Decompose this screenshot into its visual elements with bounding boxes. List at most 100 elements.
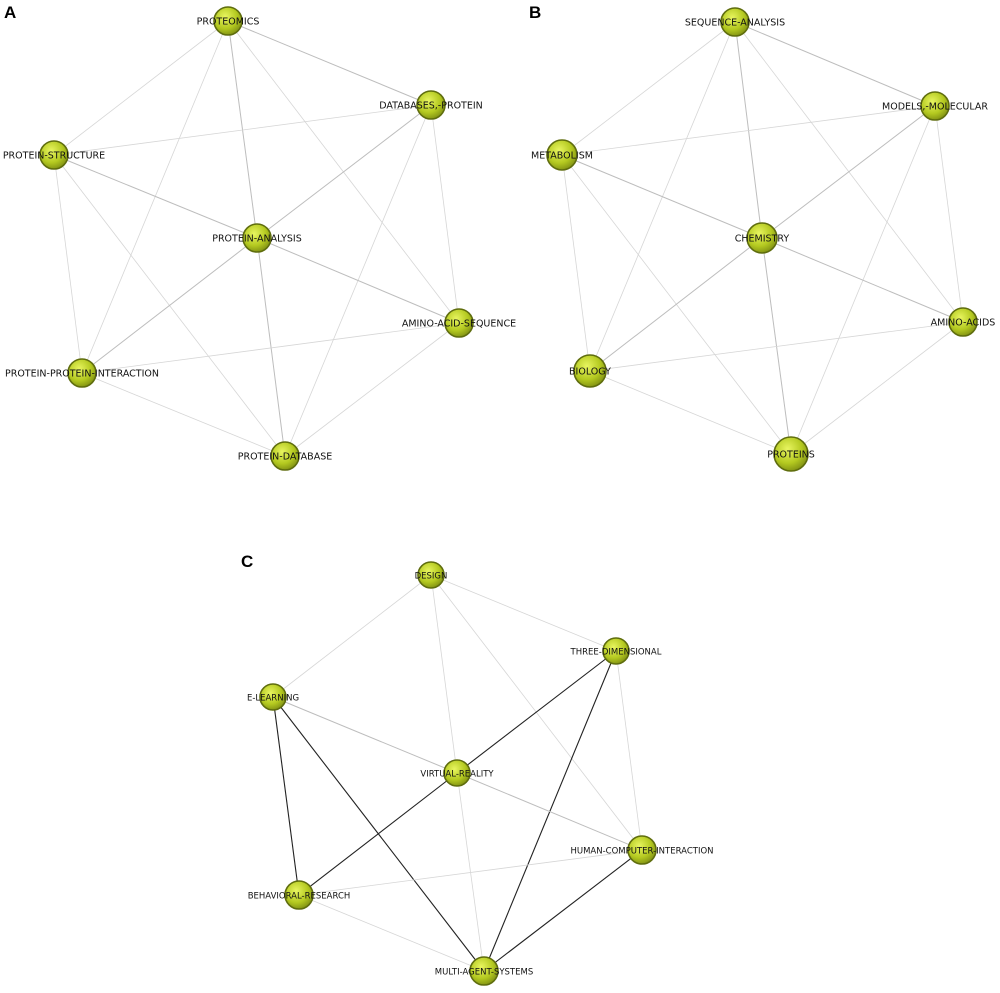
node-label-e-learning: E-LEARNING: [247, 694, 299, 704]
node-circle-virtual-reality: [443, 759, 471, 787]
edge-three-dimensional-human-computer-interaction: [615, 650, 643, 851]
edge-models-molecular-amino-acids: [934, 105, 964, 323]
edge-sequence-analysis-models-molecular: [734, 21, 936, 107]
edge-metabolism-chemistry: [561, 154, 763, 239]
node-label-sequence-analysis: SEQUENCE-ANALYSIS: [685, 18, 785, 29]
node-label-chemistry: CHEMISTRY: [735, 234, 790, 245]
node-label-amino-acid-sequence: AMINO-ACID-SEQUENCE: [402, 319, 516, 330]
node-label-proteomics: PROTEOMICS: [197, 17, 260, 28]
node-multi-agent-systems: MULTI-AGENT-SYSTEMS: [435, 956, 533, 986]
edge-metabolism-models-molecular: [561, 105, 936, 156]
node-amino-acids: AMINO-ACIDS: [931, 307, 996, 337]
node-label-databases-protein: DATABASES,-PROTEIN: [379, 101, 483, 112]
node-label-biology: BIOLOGY: [569, 367, 611, 378]
edge-protein-protein-interaction-protein-database: [81, 372, 286, 457]
node-protein-database: PROTEIN-DATABASE: [238, 441, 332, 471]
node-metabolism: METABOLISM: [531, 139, 593, 171]
edge-biology-amino-acids: [589, 321, 964, 372]
edge-three-dimensional-virtual-reality: [456, 650, 617, 774]
node-label-models-molecular: MODELS,-MOLECULAR: [882, 102, 988, 113]
node-circle-multi-agent-systems: [469, 956, 499, 986]
edge-chemistry-biology: [589, 237, 763, 372]
node-circle-design: [417, 561, 445, 589]
edge-e-learning-virtual-reality: [272, 696, 458, 774]
panel-a-letter: A: [4, 3, 16, 22]
node-design: DESIGN: [415, 561, 447, 589]
node-circle-biology: [573, 354, 607, 388]
node-circle-protein-database: [270, 441, 300, 471]
edge-proteomics-protein-structure: [53, 20, 229, 156]
node-models-molecular: MODELS,-MOLECULAR: [882, 91, 988, 121]
edge-databases-protein-amino-acid-sequence: [430, 104, 460, 324]
node-biology: BIOLOGY: [569, 354, 611, 388]
node-circle-human-computer-interaction: [627, 835, 657, 865]
node-amino-acid-sequence: AMINO-ACID-SEQUENCE: [402, 308, 516, 338]
edge-design-three-dimensional: [430, 574, 617, 652]
node-label-protein-protein-interaction: PROTEIN-PROTEIN-INTERACTION: [5, 369, 159, 380]
node-proteins: PROTEINS: [767, 436, 815, 472]
panel-b-network: B SEQUENCE-ANALYSIS MODELS,-MOLECULAR META…: [529, 3, 996, 472]
edge-protein-analysis-protein-database: [256, 237, 286, 457]
node-label-metabolism: METABOLISM: [531, 151, 593, 162]
edge-metabolism-biology: [561, 154, 591, 372]
node-circle-amino-acid-sequence: [444, 308, 474, 338]
node-label-protein-structure: PROTEIN-STRUCTURE: [3, 151, 105, 162]
edge-proteomics-databases-protein: [227, 20, 432, 106]
edge-protein-structure-protein-protein-interaction: [53, 154, 83, 374]
node-label-three-dimensional: THREE-DIMENSIONAL: [570, 648, 662, 658]
node-behavioral-research: BEHAVIORAL-RESEARCH: [248, 880, 350, 910]
node-circle-protein-structure: [39, 140, 69, 170]
edge-behavioral-research-multi-agent-systems: [298, 894, 485, 972]
node-circle-metabolism: [546, 139, 578, 171]
node-circle-protein-protein-interaction: [67, 358, 97, 388]
panel-c-network: C DESIGNTHREE-DIMENSIONALE-LEARNINGVIRTU…: [241, 552, 714, 986]
panel-b-letter: B: [529, 3, 541, 22]
node-circle-proteomics: [213, 6, 243, 36]
node-databases-protein: DATABASES,-PROTEIN: [379, 90, 483, 120]
node-label-proteins: PROTEINS: [767, 450, 815, 461]
node-virtual-reality: VIRTUAL-REALITY: [420, 759, 494, 787]
node-protein-structure: PROTEIN-STRUCTURE: [3, 140, 105, 170]
node-circle-amino-acids: [948, 307, 978, 337]
node-chemistry: CHEMISTRY: [735, 222, 790, 254]
edge-databases-protein-protein-analysis: [256, 104, 432, 239]
edge-design-virtual-reality: [430, 574, 458, 774]
node-circle-proteins: [773, 436, 809, 472]
edge-virtual-reality-behavioral-research: [298, 772, 458, 896]
edge-design-e-learning: [272, 574, 432, 698]
edge-models-molecular-chemistry: [761, 105, 936, 239]
edge-proteomics-protein-protein-interaction: [81, 20, 229, 374]
node-circle-e-learning: [259, 683, 287, 711]
node-circle-protein-analysis: [242, 223, 272, 253]
edge-protein-structure-protein-analysis: [53, 154, 258, 239]
panel-a-network: A PROTEOMICS DATABASES,-PROTEIN PROTEIN-ST…: [3, 3, 516, 471]
node-sequence-analysis: SEQUENCE-ANALYSIS: [685, 7, 785, 37]
node-circle-sequence-analysis: [720, 7, 750, 37]
node-protein-protein-interaction: PROTEIN-PROTEIN-INTERACTION: [5, 358, 159, 388]
node-circle-chemistry: [746, 222, 778, 254]
edge-virtual-reality-human-computer-interaction: [456, 772, 643, 851]
node-circle-databases-protein: [416, 90, 446, 120]
edge-amino-acid-sequence-protein-database: [284, 322, 460, 457]
edge-e-learning-behavioral-research: [272, 696, 300, 896]
edge-protein-protein-interaction-amino-acid-sequence: [81, 322, 460, 374]
node-e-learning: E-LEARNING: [247, 683, 299, 711]
node-label-multi-agent-systems: MULTI-AGENT-SYSTEMS: [435, 968, 533, 978]
edge-protein-analysis-protein-protein-interaction: [81, 237, 258, 374]
node-three-dimensional: THREE-DIMENSIONAL: [570, 637, 662, 665]
edge-human-computer-interaction-multi-agent-systems: [483, 849, 643, 972]
node-label-amino-acids: AMINO-ACIDS: [931, 318, 996, 329]
edge-amino-acids-proteins: [790, 321, 964, 455]
node-circle-models-molecular: [920, 91, 950, 121]
edge-protein-analysis-amino-acid-sequence: [256, 237, 460, 324]
edge-sequence-analysis-chemistry: [734, 21, 763, 239]
edge-chemistry-amino-acids: [761, 237, 964, 323]
node-proteomics: PROTEOMICS: [197, 6, 260, 36]
edge-behavioral-research-human-computer-interaction: [298, 849, 643, 896]
edge-chemistry-proteins: [761, 237, 792, 455]
node-label-human-computer-interaction: HUMAN-COMPUTER-INTERACTION: [570, 847, 713, 857]
edge-three-dimensional-multi-agent-systems: [483, 650, 617, 972]
node-circle-three-dimensional: [602, 637, 630, 665]
node-label-protein-database: PROTEIN-DATABASE: [238, 452, 332, 463]
